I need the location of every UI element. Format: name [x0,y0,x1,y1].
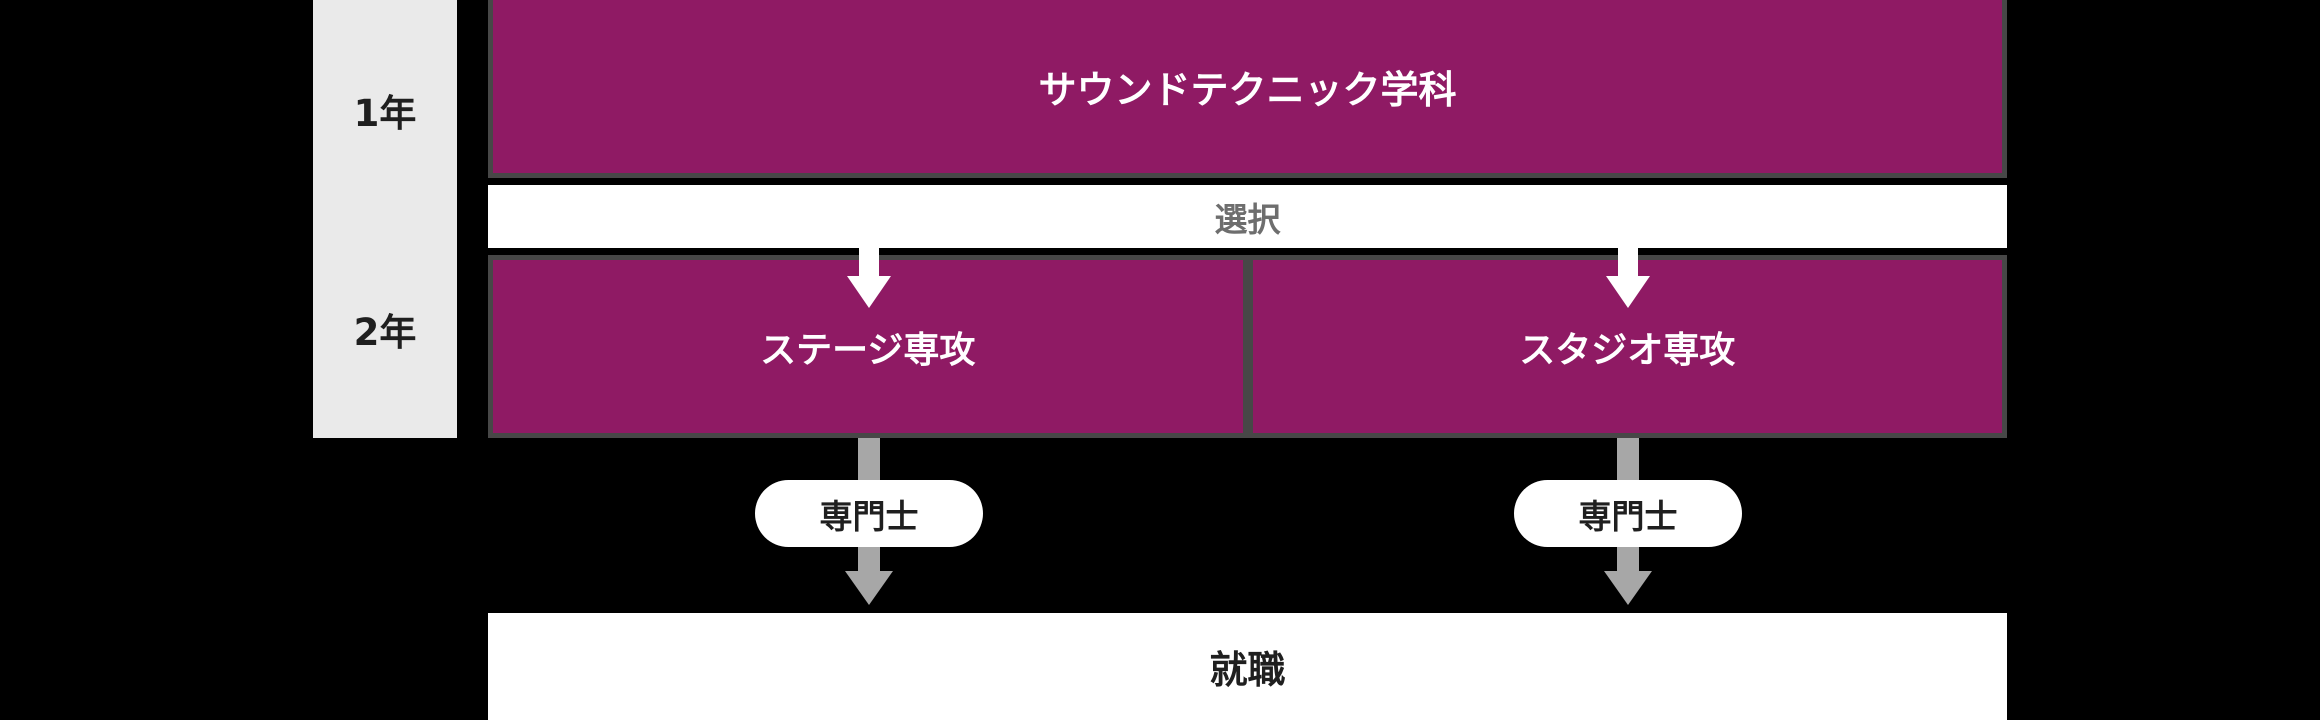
selection-band: 選択 [488,185,2007,248]
year-1-label: 1年 [353,91,417,135]
credential-stage-label: 専門士 [819,496,919,536]
connector-stem-right [1617,438,1639,480]
credential-badge-stage: 専門士 [755,480,983,547]
major-stage-label: ステージ専攻 [760,329,976,371]
credential-badge-studio: 専門士 [1514,480,1742,547]
selection-label: 選択 [1214,199,1281,239]
employment-label: 就職 [1209,648,1286,692]
year-2-label: 2年 [353,310,417,354]
arrow-stem [1618,248,1638,276]
year-column: 1年 2年 [313,0,457,438]
arrow-head [847,276,891,308]
major-studio-label: スタジオ専攻 [1519,329,1736,371]
arrow-stem [858,547,880,571]
selection-arrow-down-icon-left [847,248,891,308]
arrow-stem [859,248,879,276]
connector-stem-left [858,438,880,480]
arrow-head [1606,276,1650,308]
arrow-stem [1617,547,1639,571]
arrow-head [845,571,893,605]
employment-arrow-down-icon-right [1604,547,1652,605]
employment-box: 就職 [488,613,2007,720]
credential-studio-label: 専門士 [1578,496,1678,536]
selection-arrow-down-icon-right [1606,248,1650,308]
department-box: サウンドテクニック学科 [488,0,2007,178]
employment-arrow-down-icon-left [845,547,893,605]
department-title: サウンドテクニック学科 [1038,68,1457,112]
major-row: ステージ専攻 スタジオ専攻 [488,255,2007,438]
arrow-head [1604,571,1652,605]
